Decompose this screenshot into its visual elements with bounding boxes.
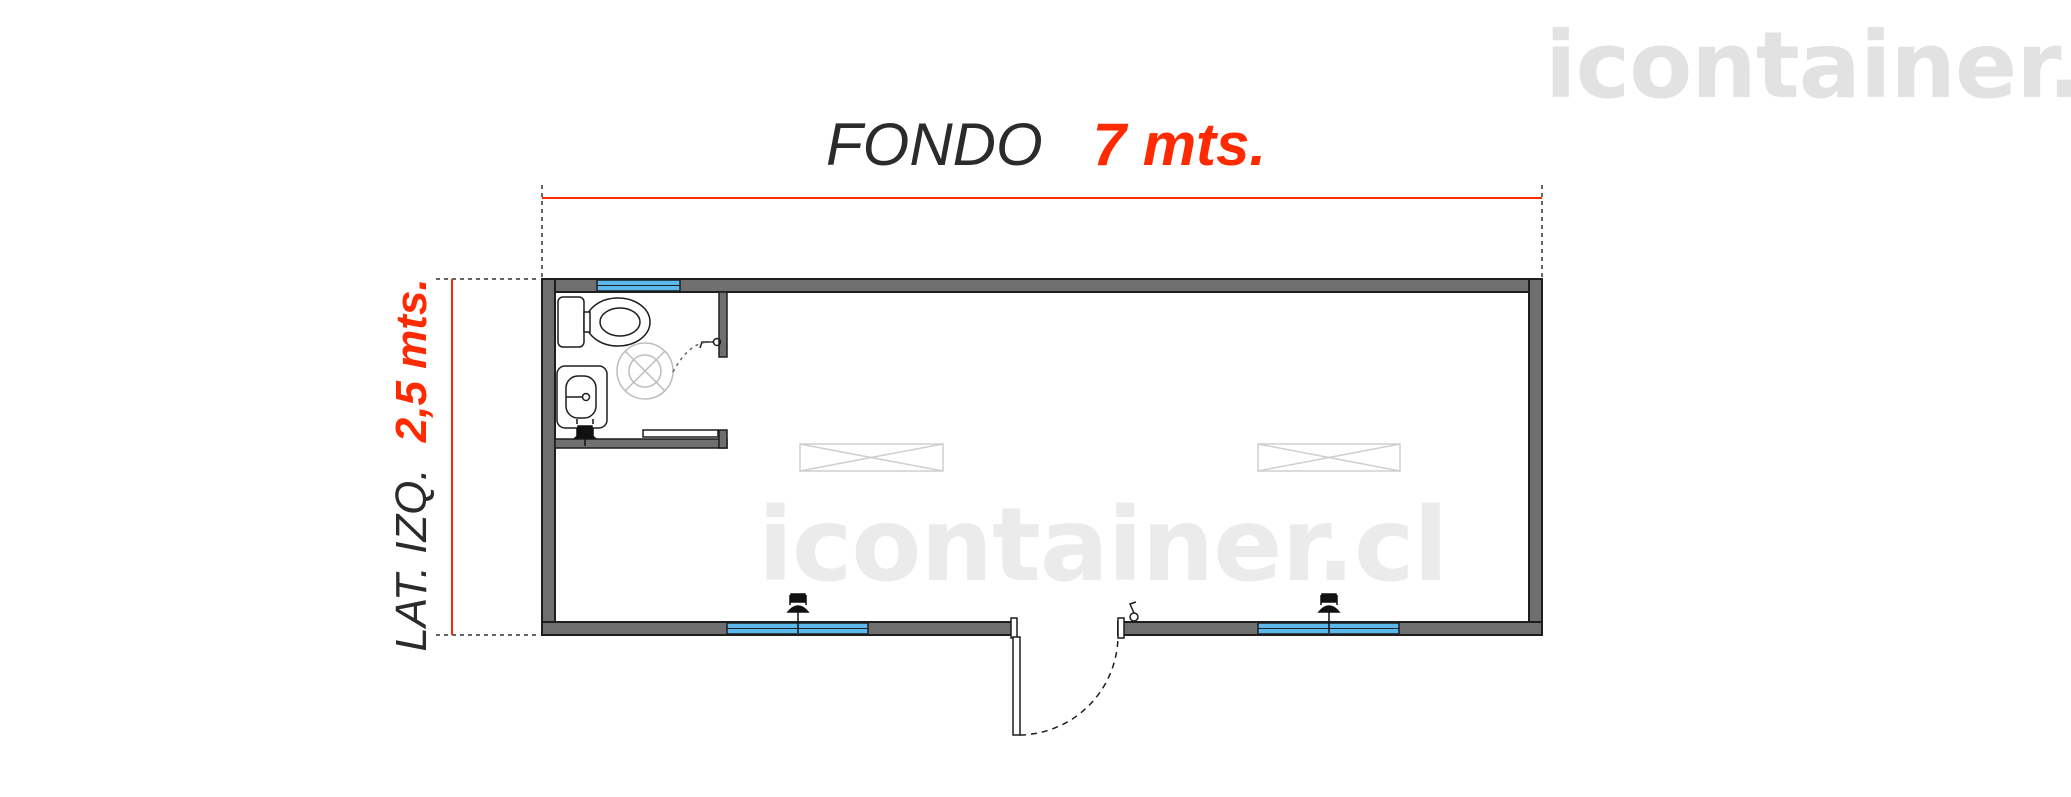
exterior-walls [541,278,1543,636]
width-dimension-label: FONDO 7 mts. [826,110,1266,179]
bathroom-partitions [554,291,728,449]
light-switch-icon [672,337,722,373]
watermark-center: icontainer.cl [758,486,1448,605]
height-dimension-line [436,278,540,636]
electrical-outlet-icon [573,419,597,446]
electrical-outlet-icon [1317,593,1341,633]
width-dimension-value: 7 mts. [1092,111,1267,178]
width-dimension-line [541,185,1543,277]
electrical-outlet-icon [786,593,810,633]
shower-bench [642,429,719,438]
shower-drain-icon [616,342,674,400]
ceiling-light-icon [1257,443,1401,472]
toilet-icon [557,296,651,348]
width-dimension-name: FONDO [826,111,1043,178]
watermark-top: icontainer.cl [1545,12,2071,119]
sink-icon [556,365,608,429]
window-icon [596,279,681,292]
ceiling-light-icon [799,443,944,472]
door-icon [1010,617,1125,736]
light-switch-icon [1128,601,1139,622]
